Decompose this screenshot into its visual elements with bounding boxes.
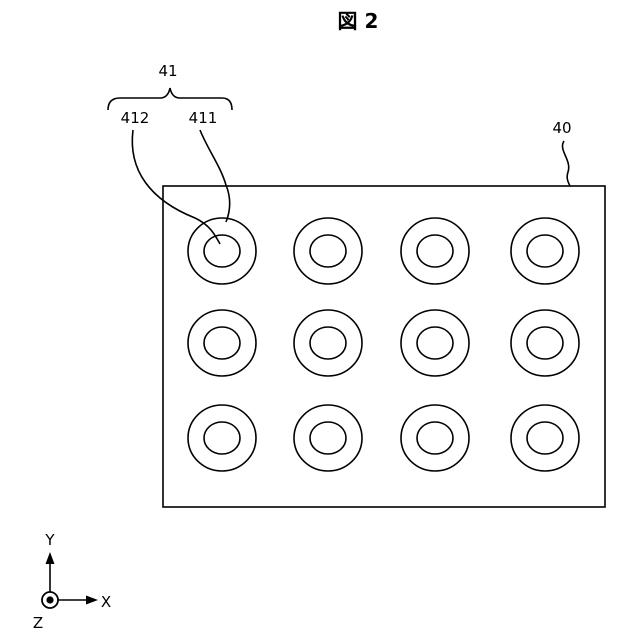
label-412: 412: [121, 109, 150, 127]
leader-line-412: [132, 130, 220, 244]
x-axis-arrowhead: [86, 596, 98, 605]
inner-ring: [527, 422, 563, 454]
inner-ring: [417, 422, 453, 454]
outer-ring: [511, 310, 579, 376]
ring-element: [511, 405, 579, 471]
outer-ring: [294, 310, 362, 376]
x-axis-label: X: [101, 593, 111, 611]
outer-ring: [401, 218, 469, 284]
outer-ring: [294, 218, 362, 284]
ring-element: [294, 218, 362, 284]
label-41: 41: [158, 62, 177, 80]
label-411: 411: [189, 109, 218, 127]
inner-ring: [204, 422, 240, 454]
y-axis-label: Y: [44, 531, 55, 549]
inner-ring: [310, 327, 346, 359]
ring-element: [511, 310, 579, 376]
outer-ring: [294, 405, 362, 471]
inner-ring: [204, 235, 240, 267]
leader-line-40: [562, 141, 570, 186]
ring-element: [188, 405, 256, 471]
ring-element: [188, 310, 256, 376]
ring-element: [294, 405, 362, 471]
outer-ring: [188, 310, 256, 376]
ring-element: [401, 218, 469, 284]
inner-ring: [417, 235, 453, 267]
leader-line-411: [200, 130, 230, 222]
axis-indicator: Y X Z: [33, 531, 111, 632]
outer-ring: [511, 405, 579, 471]
substrate-panel: [163, 186, 605, 507]
outer-ring: [188, 405, 256, 471]
y-axis-arrowhead: [46, 552, 55, 564]
inner-ring: [527, 327, 563, 359]
inner-ring: [204, 327, 240, 359]
label-40: 40: [552, 119, 571, 137]
ring-grid: [188, 218, 579, 471]
outer-ring: [401, 310, 469, 376]
inner-ring: [310, 422, 346, 454]
ring-element: [294, 310, 362, 376]
group-brace: [108, 88, 232, 110]
inner-ring: [417, 327, 453, 359]
inner-ring: [310, 235, 346, 267]
z-axis-dot: [46, 596, 53, 603]
ring-element: [401, 310, 469, 376]
ring-element: [511, 218, 579, 284]
figure-title: 図 2: [338, 9, 379, 33]
outer-ring: [188, 218, 256, 284]
outer-ring: [511, 218, 579, 284]
outer-ring: [401, 405, 469, 471]
z-axis-label: Z: [33, 614, 43, 632]
inner-ring: [527, 235, 563, 267]
ring-element: [401, 405, 469, 471]
ring-element: [188, 218, 256, 284]
